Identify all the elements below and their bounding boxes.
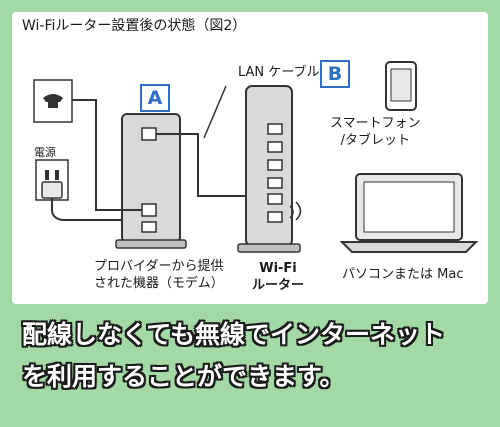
modem-label: プロバイダーから提供 された機器（モデム）	[94, 258, 224, 292]
smartphone-label-line2: /タブレット	[340, 133, 410, 148]
router-label-line2: ルーター	[252, 278, 305, 293]
smartphone-label-line1: スマートフォン	[330, 116, 421, 131]
router-label-line1: Wi-Fi	[259, 261, 297, 276]
laptop-icon	[339, 173, 479, 253]
pc-label: パソコンまたは Mac	[342, 267, 464, 282]
lan-cable-label: LAN ケーブル	[238, 65, 320, 80]
modem-label-line2: された機器（モデム）	[94, 276, 224, 291]
label-b-badge: B	[320, 60, 350, 88]
wifi-router-device	[237, 85, 302, 253]
caption-line1: 配線しなくても無線でインターネット	[22, 320, 446, 349]
diagram-title: Wi-Fiルーター設置後の状態（図2）	[22, 18, 247, 34]
caption-line2: を利用することができます。	[22, 362, 345, 391]
diagram-panel: Wi-Fiルーター設置後の状態（図2） A B LAN ケーブル 電源 スマート…	[12, 12, 488, 304]
modem-label-line1: プロバイダーから提供	[94, 259, 224, 274]
router-label: Wi-Fi ルーター	[252, 260, 304, 294]
power-outlet-icon	[35, 159, 69, 201]
smartphone-label: スマートフォン /タブレット	[330, 115, 421, 149]
smartphone-icon	[385, 61, 417, 111]
phone-jack-icon	[33, 79, 73, 123]
connection-diagram	[33, 61, 479, 253]
label-a-badge: A	[140, 84, 170, 112]
power-label: 電源	[34, 146, 56, 159]
